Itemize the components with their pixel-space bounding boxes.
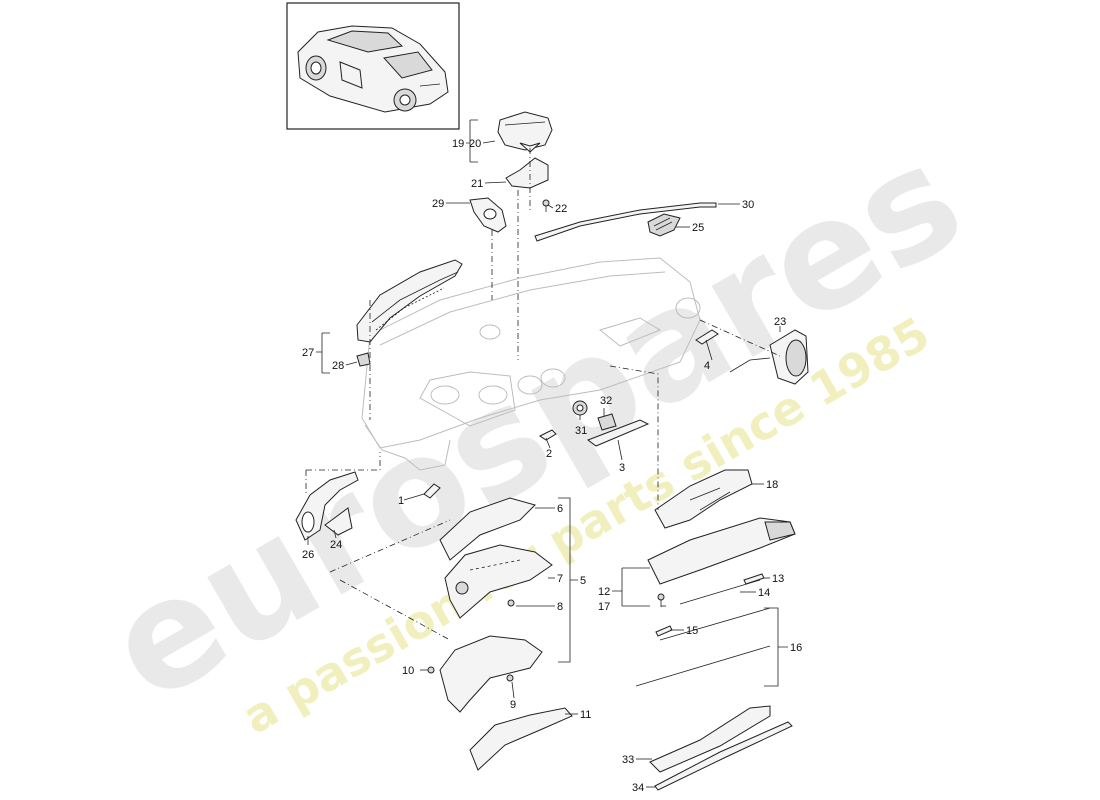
- part-panel-33: [649, 705, 771, 773]
- vehicle-thumbnail: [286, 2, 460, 130]
- callout-7: 7: [557, 573, 563, 585]
- callout-21: 21: [471, 178, 483, 190]
- part-trim-3: [586, 419, 650, 447]
- callout-31: 31: [575, 425, 587, 437]
- part-rods-16: [635, 607, 771, 687]
- part-cover-6: [439, 497, 536, 561]
- dashboard-outline: [361, 257, 701, 471]
- callout-20: 20: [469, 138, 481, 150]
- callout-labels: 1 2 3 4 5 6 7 8 9 10 11 12 13 14 15 16 1…: [302, 138, 802, 794]
- callout-9: 9: [510, 699, 516, 711]
- callout-8: 8: [557, 601, 563, 613]
- callout-23: 23: [774, 316, 786, 328]
- part-clip-1: [423, 483, 441, 499]
- callout-17: 17: [598, 601, 610, 613]
- callout-22: 22: [555, 203, 567, 215]
- part-clip-28: [356, 352, 371, 367]
- callout-11: 11: [580, 709, 591, 721]
- part-strip-34: [654, 721, 793, 791]
- assembly-lines: [305, 148, 781, 641]
- watermark-brand: eurospares: [81, 111, 989, 736]
- part-strip-15: [655, 625, 673, 637]
- callout-28: 28: [332, 360, 344, 372]
- callout-27: 27: [302, 347, 314, 359]
- callout-18: 18: [766, 479, 778, 491]
- part-dashboard-top-27: [356, 259, 463, 343]
- part-cover-29: [469, 197, 507, 233]
- callout-13: 13: [772, 573, 784, 585]
- part-bracket-11: [469, 707, 573, 771]
- callout-2: 2: [546, 448, 552, 460]
- callout-14: 14: [758, 587, 770, 599]
- part-cover-24: [324, 507, 353, 536]
- callout-33: 33: [622, 754, 634, 766]
- part-clip-4: [695, 329, 719, 345]
- callout-30: 30: [742, 199, 754, 211]
- callout-12: 12: [598, 586, 610, 598]
- callout-19: 19: [452, 138, 464, 150]
- callout-29: 29: [432, 198, 444, 210]
- part-screw-17: [657, 593, 665, 607]
- part-vent-23: [729, 329, 809, 385]
- callout-16: 16: [790, 642, 802, 654]
- part-clip-2: [539, 429, 557, 441]
- part-bracket-21: [505, 157, 549, 189]
- part-strip-13: [743, 573, 765, 585]
- callout-10: 10: [402, 665, 414, 677]
- callout-5: 5: [580, 575, 586, 587]
- part-strip-30: [534, 202, 717, 242]
- part-screw-8: [507, 599, 515, 607]
- part-switch-32: [597, 413, 617, 431]
- callout-25: 25: [692, 222, 704, 234]
- leader-lines: [307, 119, 788, 788]
- callout-4: 4: [704, 360, 710, 372]
- callout-15: 15: [686, 625, 698, 637]
- callout-24: 24: [330, 539, 342, 551]
- part-rod-14: [679, 579, 761, 605]
- callout-26: 26: [302, 549, 314, 561]
- part-glovebox-12: [647, 517, 796, 585]
- callout-34: 34: [632, 782, 644, 794]
- callout-3: 3: [619, 462, 625, 474]
- callout-32: 32: [600, 395, 612, 407]
- part-trim-26: [295, 471, 359, 541]
- part-switch-31: [572, 400, 588, 416]
- part-instrument-cowl: [497, 111, 553, 153]
- part-cluster-housing-7: [444, 544, 553, 619]
- part-screw-22: [542, 199, 550, 212]
- callout-1: 1: [398, 495, 404, 507]
- part-vent-25: [647, 213, 681, 237]
- callout-6: 6: [557, 503, 563, 515]
- part-cluster-lower-housing: [427, 635, 543, 713]
